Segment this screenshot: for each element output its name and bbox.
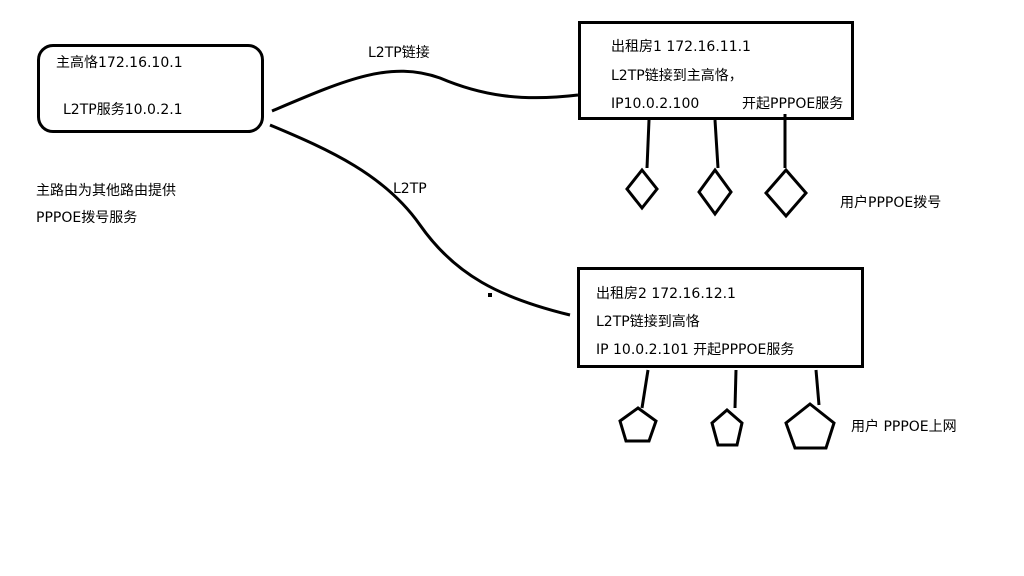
room1-drop-1 (645, 119, 651, 169)
main-router-name-ip: 主高恪172.16.10.1 (56, 55, 183, 71)
main-router-note-line2: PPPOE拨号服务 (36, 210, 138, 226)
room2-drop-1 (640, 369, 650, 409)
room2-name-ip: 出租房2 172.16.12.1 (596, 286, 736, 302)
l2tp-link-label-bottom: L2TP (393, 181, 427, 197)
l2tp-link-room2 (269, 123, 571, 317)
main-router-l2tp-service: L2TP服务10.0.2.1 (63, 102, 183, 118)
l2tp-link-label-top: L2TP链接 (368, 45, 430, 61)
room2-user-device-2 (710, 408, 744, 447)
room1-users-label: 用户PPPOE拨号 (840, 195, 942, 211)
room2-drop-2 (733, 369, 738, 409)
room1-name-ip: 出租房1 172.16.11.1 (611, 39, 751, 55)
room1-pppoe-service: 开起PPPOE服务 (742, 96, 844, 112)
room2-ip-pppoe-service: IP 10.0.2.101 开起PPPOE服务 (596, 342, 795, 358)
room1-user-device-2 (697, 167, 733, 217)
room2-users-label: 用户 PPPOE上网 (851, 419, 957, 435)
main-router-box (37, 44, 264, 133)
rental-room1-router-box (578, 21, 854, 120)
main-router-note-line1: 主路由为其他路由提供 (36, 183, 176, 199)
room1-ip: IP10.0.2.100 (611, 96, 700, 112)
room2-l2tp-link: L2TP链接到高恪 (596, 314, 700, 330)
room1-drop-2 (713, 119, 720, 169)
l2tp-link-room1 (271, 69, 579, 113)
room2-user-device-3 (784, 402, 836, 450)
room2-drop-3 (814, 369, 821, 406)
stray-dot (488, 293, 492, 297)
room2-user-device-1 (618, 406, 658, 443)
room1-user-device-1 (625, 167, 659, 211)
room1-user-device-3 (764, 167, 808, 219)
rental-room2-router-box (577, 267, 864, 368)
room1-l2tp-link: L2TP链接到主高恪， (611, 68, 743, 84)
